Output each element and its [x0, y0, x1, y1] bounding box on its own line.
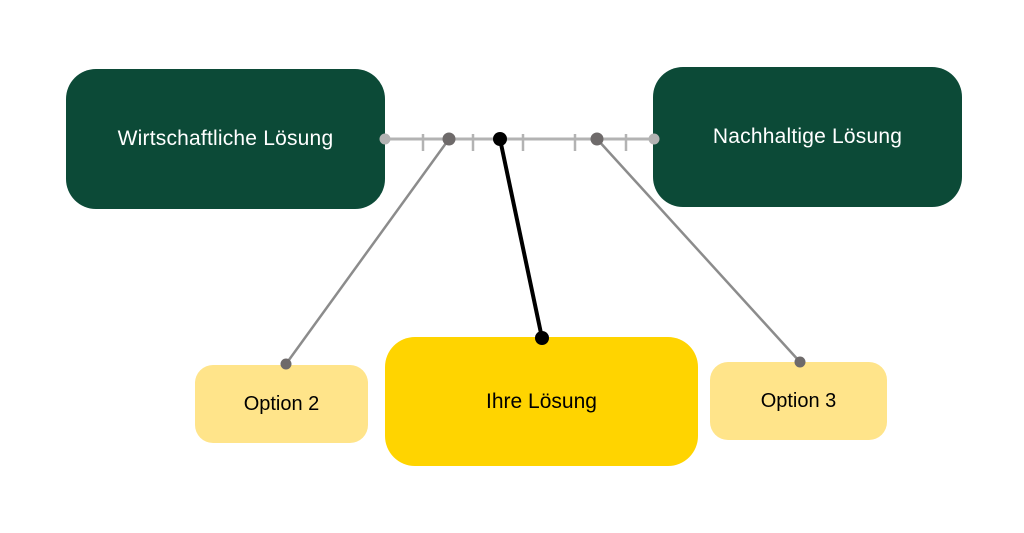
node-wirtschaftliche-loesung-label: Wirtschaftliche Lösung	[117, 127, 334, 150]
node-nachhaltige-loesung: Nachhaltige Lösung	[653, 67, 962, 207]
node-option-2-label: Option 2	[243, 392, 320, 415]
node-option-3-label: Option 3	[760, 389, 837, 412]
scale-highlight-dot	[493, 132, 507, 146]
scale-marker-dot-option-2	[442, 132, 456, 146]
node-wirtschaftliche-loesung: Wirtschaftliche Lösung	[66, 69, 385, 209]
node-nachhaltige-loesung-label: Nachhaltige Lösung	[712, 125, 903, 148]
connector-ihre-loesung	[498, 138, 544, 339]
node-ihre-loesung: Ihre Lösung	[385, 337, 698, 466]
node-ihre-loesung-label: Ihre Lösung	[486, 389, 597, 413]
node-option-3: Option 3	[710, 362, 887, 440]
scale-marker-dot-option-3	[590, 132, 604, 146]
node-option-2: Option 2	[195, 365, 368, 443]
